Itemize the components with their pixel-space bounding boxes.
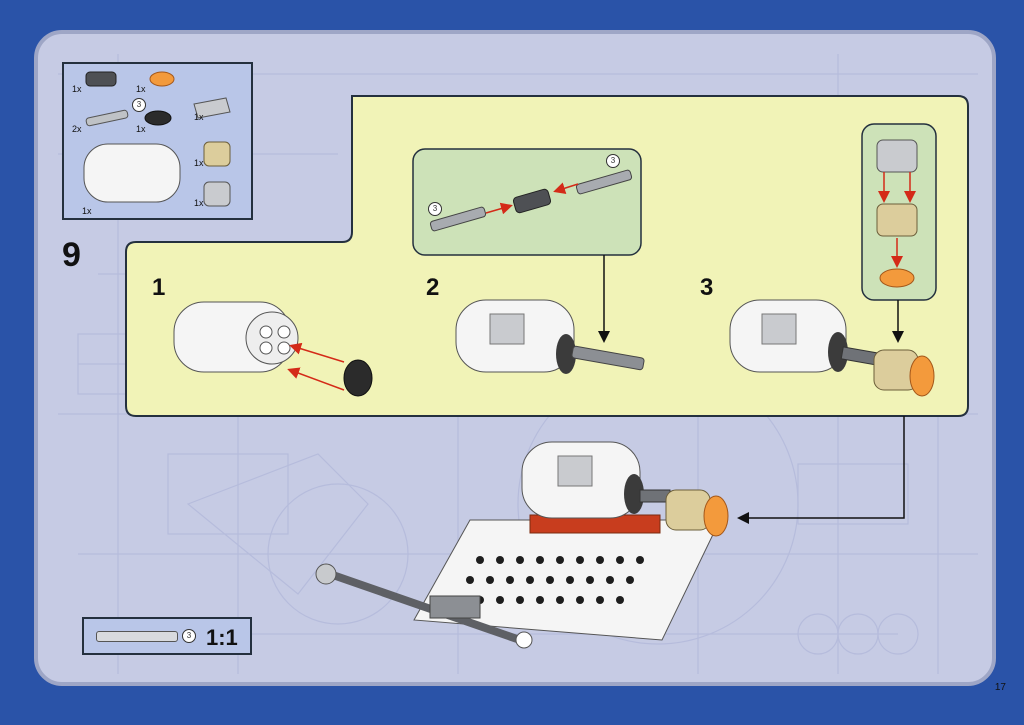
light-gray-round-brick-part bbox=[203, 181, 231, 207]
substep-2-drawing bbox=[455, 299, 645, 374]
parts-list: 1x 1x 2x 3 1x 1x 1x 1x 1x bbox=[62, 62, 253, 220]
dark-gray-axle-connector-part bbox=[85, 71, 117, 87]
axle-scale-drawing bbox=[96, 631, 178, 642]
part-qty-7: 1x bbox=[82, 206, 92, 216]
axle-length-callout-left: 3 bbox=[428, 202, 442, 216]
light-gray-slope-part bbox=[193, 97, 231, 119]
orange-round-plate-part bbox=[149, 71, 175, 87]
result-assembly-drawing bbox=[315, 441, 729, 649]
substep-3-drawing bbox=[729, 299, 935, 397]
scale-axle-length: 3 bbox=[182, 629, 196, 643]
substep-1-number: 1 bbox=[152, 274, 166, 301]
tan-round-brick-part bbox=[203, 141, 231, 167]
substep-1-drawing bbox=[173, 301, 373, 397]
part-qty-3: 2x bbox=[72, 124, 82, 134]
white-double-cylinder-part bbox=[83, 143, 181, 203]
axle-assembly-drawing bbox=[429, 169, 633, 232]
page-number: 17 bbox=[994, 682, 1006, 693]
substep-2-number: 2 bbox=[426, 274, 440, 301]
round-brick-stack-drawing bbox=[876, 139, 918, 288]
part-qty-8: 1x bbox=[194, 198, 204, 208]
scale-reference-box: 3 1:1 bbox=[82, 617, 252, 655]
part-qty-6: 1x bbox=[194, 158, 204, 168]
scale-label: 1:1 bbox=[206, 625, 238, 650]
axle-length-callout: 3 bbox=[132, 98, 146, 112]
part-qty-5: 1x bbox=[194, 112, 204, 122]
step-number: 9 bbox=[62, 236, 81, 274]
parts-list-drawings bbox=[83, 71, 231, 207]
black-round-plate-part bbox=[144, 110, 172, 126]
substep-3-number: 3 bbox=[700, 274, 714, 301]
light-gray-axle-part bbox=[85, 109, 129, 127]
axle-length-callout-right: 3 bbox=[606, 154, 620, 168]
part-qty-2: 1x bbox=[136, 84, 146, 94]
part-qty-4: 1x bbox=[136, 124, 146, 134]
part-qty-1: 1x bbox=[72, 84, 82, 94]
